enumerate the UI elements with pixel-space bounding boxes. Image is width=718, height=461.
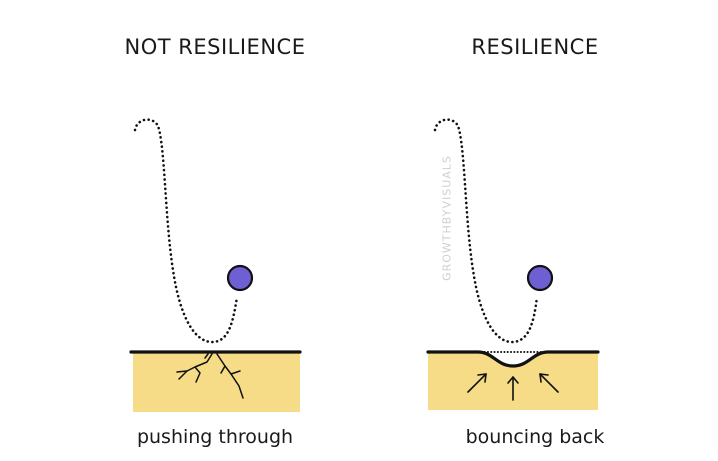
not-resilience-illustration xyxy=(129,118,302,412)
panel-title: NOT RESILIENCE xyxy=(124,35,306,59)
ball-trajectory xyxy=(433,118,539,344)
panel-title: RESILIENCE xyxy=(471,35,599,59)
arrow-up-left xyxy=(467,373,487,393)
ground-surface-line xyxy=(426,350,600,368)
resilience-illustration xyxy=(426,118,600,410)
ground-block xyxy=(133,352,300,412)
watermark: GROWTHBYVISUALS xyxy=(440,155,454,281)
arrow-up-center xyxy=(507,376,519,401)
push-back-arrows xyxy=(467,373,559,401)
ball-trajectory xyxy=(133,118,239,344)
ball xyxy=(226,264,254,292)
cracks xyxy=(176,353,244,399)
panel-not-resilience: NOT RESILIENCE pushing through xyxy=(45,0,385,461)
panel-caption: pushing through xyxy=(136,426,294,448)
ball xyxy=(526,264,554,292)
panel-resilience: RESILIENCE bouncing back xyxy=(365,0,705,461)
arrow-up-right xyxy=(539,373,559,393)
panel-caption: bouncing back xyxy=(465,426,605,448)
